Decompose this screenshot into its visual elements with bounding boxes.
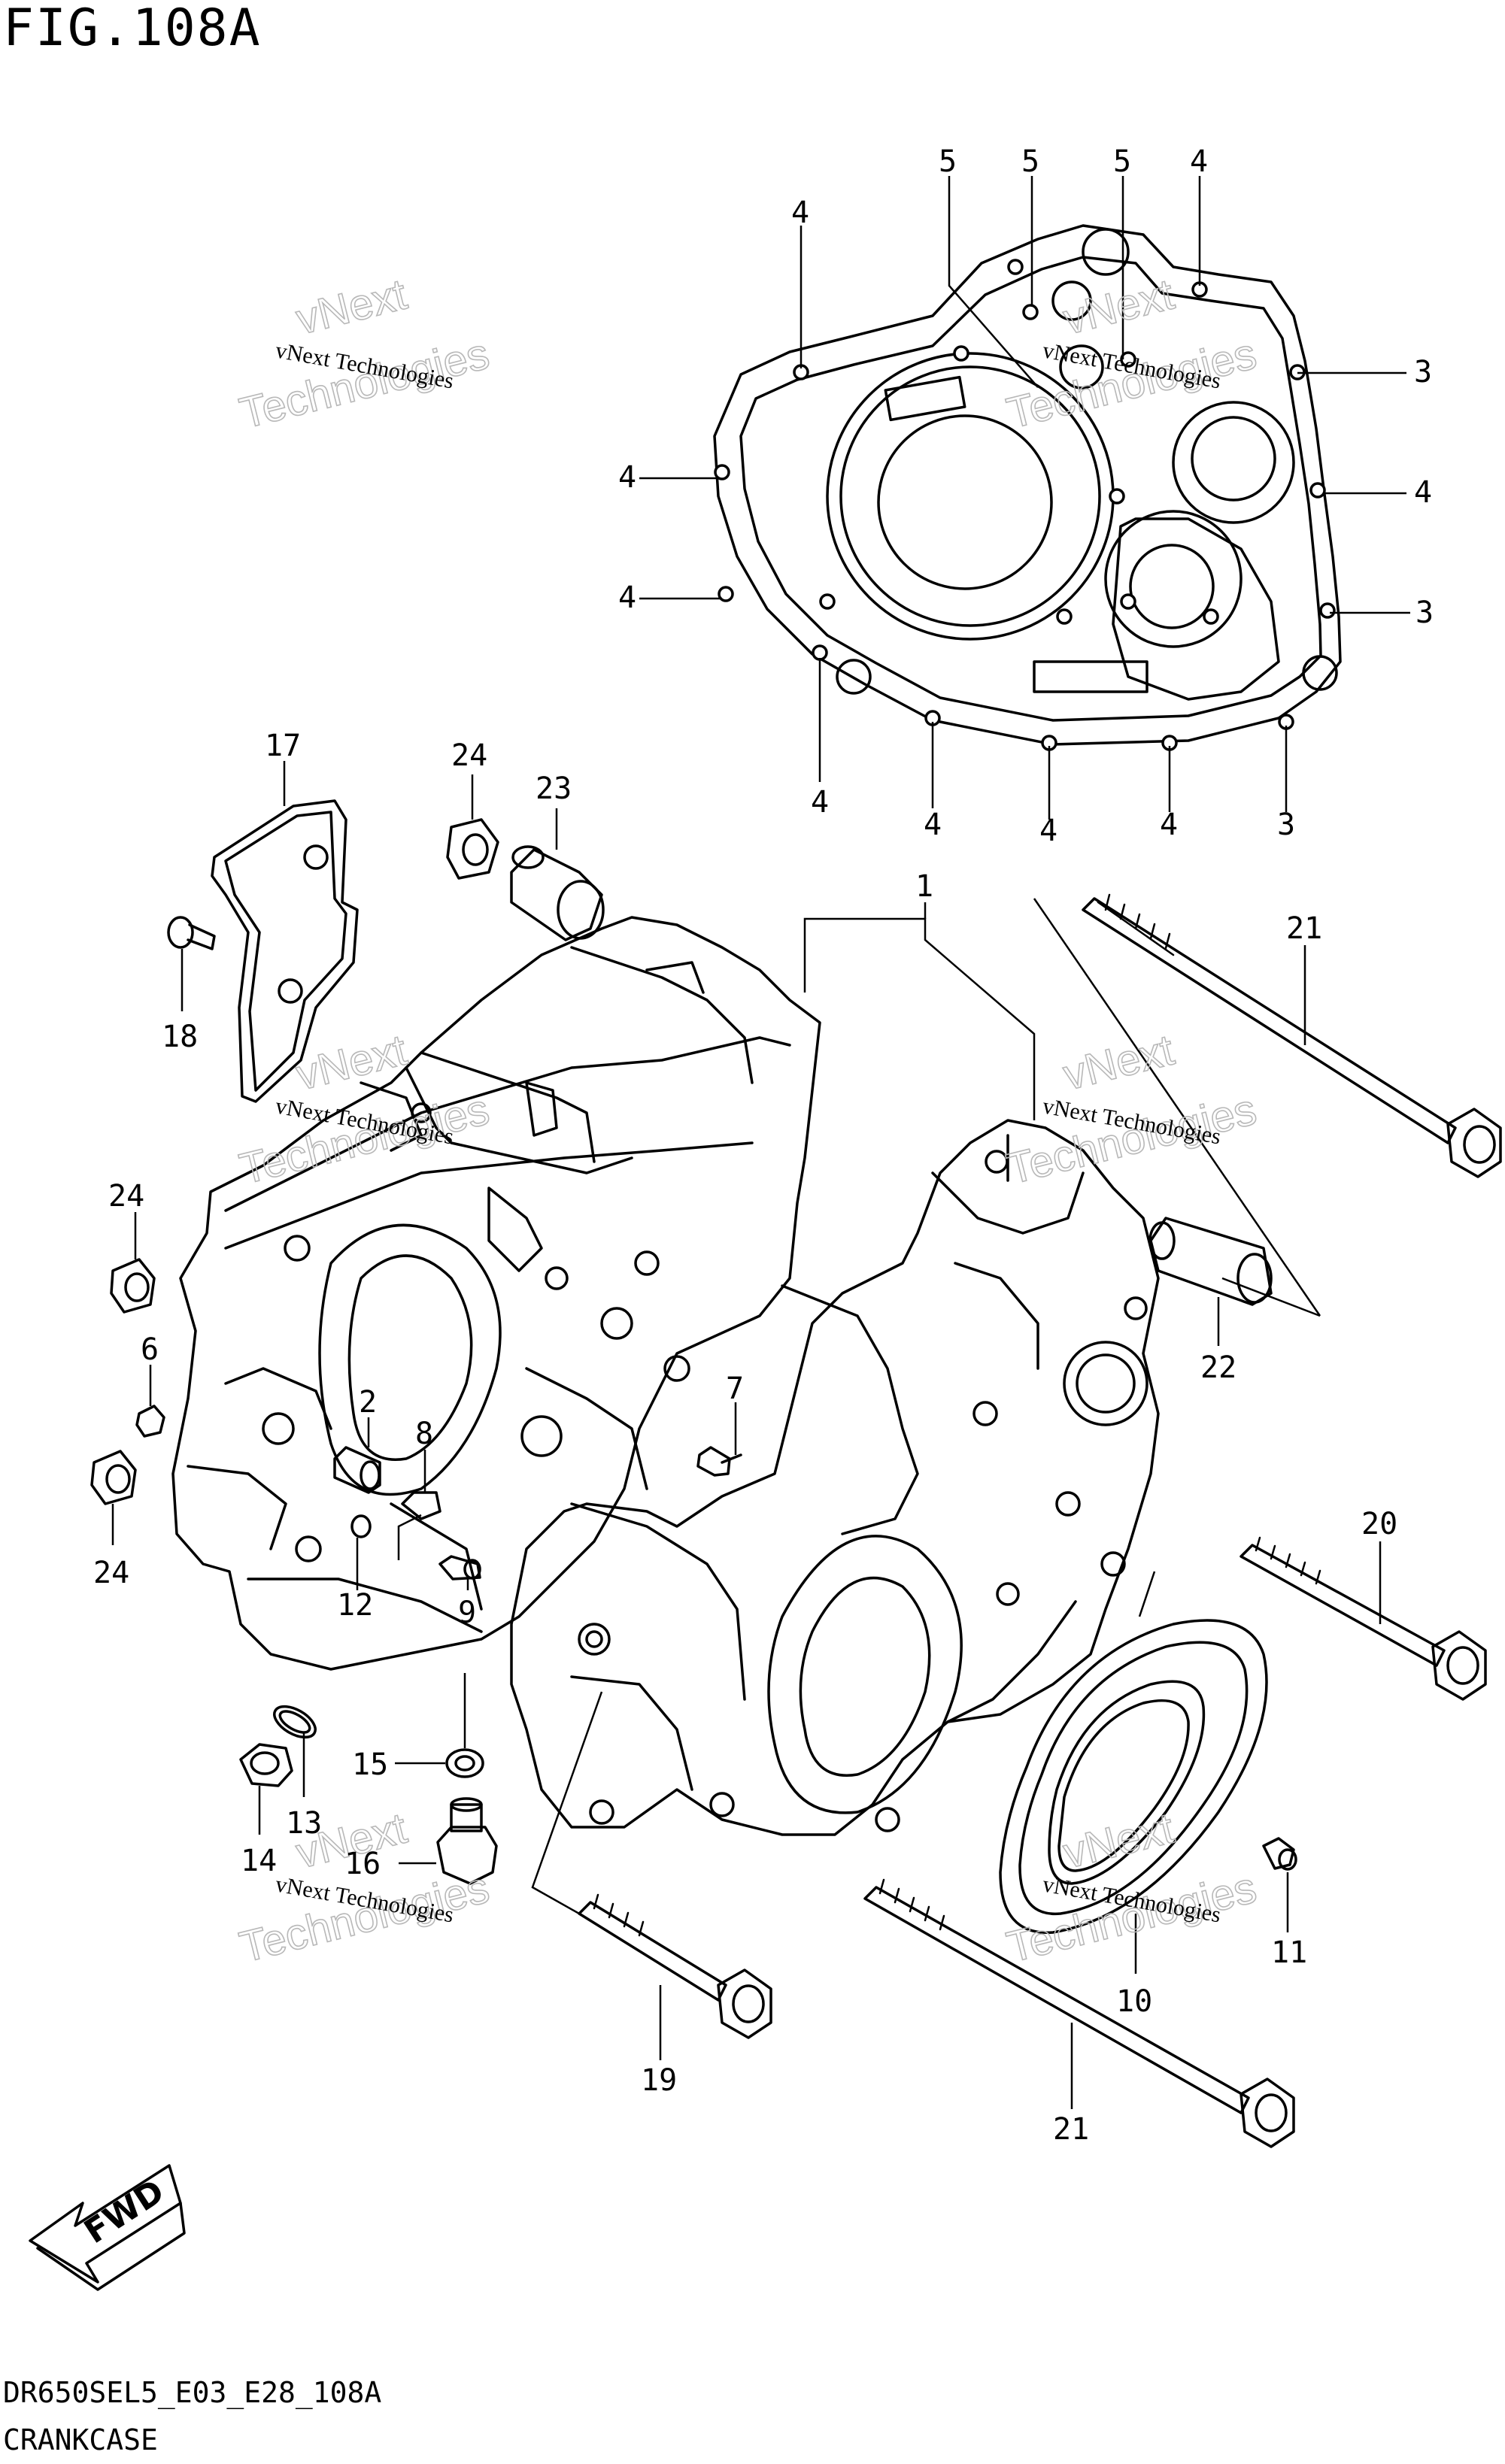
bolt-21-bottom	[863, 1878, 1295, 2148]
callout: 22	[1200, 1350, 1236, 1385]
callout: 5	[1113, 144, 1131, 179]
callout: 1	[915, 869, 933, 904]
svg-text:Technologies: Technologies	[235, 329, 493, 438]
bolt-18	[167, 916, 216, 950]
callout: 20	[1361, 1507, 1397, 1541]
callout: 3	[1414, 355, 1432, 389]
oil-seal-plate-10	[999, 1619, 1268, 1934]
callout-labels: 5 5 5 4 4 3 4 4 4 3 4 4 4 4 3 17 24 23 1…	[93, 144, 1434, 2147]
figure-code: DR650SEL5_E03_E28_108A	[3, 2376, 382, 2409]
watermark-5: Technologies vNext vNext Technologies	[235, 1803, 495, 1973]
crankcase-right-half	[510, 1119, 1160, 1836]
oil-jet-12	[350, 1514, 372, 1538]
svg-text:Technologies: Technologies	[235, 1085, 493, 1194]
callout: 4	[618, 580, 636, 615]
callout: 2	[359, 1385, 377, 1420]
callout: 7	[726, 1371, 744, 1406]
bolt-20	[1240, 1536, 1487, 1701]
dowel-pin-23	[510, 845, 605, 941]
callout: 16	[344, 1847, 381, 1881]
watermark-6: Technologies vNext vNext Technologies	[1002, 1803, 1262, 1973]
callout: 6	[141, 1332, 159, 1367]
bolt-9	[438, 1555, 481, 1581]
dowel-pin-2	[333, 1446, 381, 1494]
callout: 14	[241, 1844, 277, 1878]
svg-text:vNext: vNext	[1058, 1026, 1179, 1100]
callout: 4	[811, 785, 829, 820]
callout: 4	[1190, 144, 1208, 179]
callout: 4	[924, 808, 942, 842]
callout: 18	[162, 1020, 198, 1054]
plug-14	[239, 1743, 293, 1787]
callout: 4	[1160, 808, 1178, 842]
screw-11	[1262, 1837, 1297, 1871]
figure-title: FIG.108A	[3, 0, 262, 58]
watermark-4: Technologies vNext vNext Technologies	[1002, 1025, 1262, 1195]
figure-name: CRANKCASE	[3, 2423, 158, 2456]
callout: 5	[939, 144, 957, 179]
svg-text:vNext: vNext	[291, 1026, 411, 1100]
callout: 3	[1277, 808, 1295, 842]
nut-24-top	[446, 818, 499, 880]
callout: 4	[618, 460, 636, 495]
callout: 3	[1415, 596, 1434, 630]
callout: 24	[451, 738, 487, 773]
callout: 4	[1414, 475, 1432, 510]
svg-text:Technologies: Technologies	[1002, 1085, 1261, 1194]
callout: 15	[352, 1747, 388, 1782]
bolt-7	[696, 1446, 742, 1477]
nut-24-bottom	[90, 1450, 137, 1505]
callout: 9	[458, 1596, 476, 1630]
callout: 21	[1286, 911, 1322, 946]
callout: 5	[1021, 144, 1039, 179]
callout: 4	[791, 195, 809, 230]
callout: 12	[337, 1588, 373, 1623]
cap-6	[135, 1405, 165, 1438]
svg-text:vNext: vNext	[1058, 1804, 1179, 1878]
nut-24-middle	[110, 1258, 156, 1314]
o-ring-13	[273, 1705, 317, 1739]
dowel-pin-22	[1148, 1217, 1273, 1306]
callout: 23	[536, 771, 572, 806]
callout: 10	[1116, 1984, 1152, 2019]
watermark-1: Technologies vNext vNext Technologies	[235, 269, 495, 439]
callout: 13	[286, 1806, 322, 1841]
bolt-21-top	[1082, 893, 1502, 1178]
callout: 11	[1271, 1935, 1307, 1970]
bolt-19	[578, 1893, 772, 2039]
callout: 8	[415, 1417, 433, 1451]
fwd-arrow-icon: FWD	[29, 2164, 186, 2291]
callout: 24	[93, 1556, 129, 1590]
callout: 4	[1039, 814, 1057, 848]
callout: 19	[641, 2063, 677, 2098]
watermark-2: Technologies vNext vNext Technologies	[1002, 269, 1262, 439]
svg-text:Technologies: Technologies	[1002, 1863, 1261, 1972]
callout: 24	[108, 1179, 144, 1214]
bracket-17	[211, 799, 359, 1103]
crankcase-left-half	[171, 916, 821, 1671]
svg-text:vNext: vNext	[1058, 270, 1179, 344]
svg-text:Technologies: Technologies	[1002, 329, 1261, 438]
callout: 17	[265, 729, 301, 763]
leader-lines	[111, 176, 1410, 2109]
crankcase-cover-gasket	[713, 224, 1342, 751]
svg-text:vNext: vNext	[291, 270, 411, 344]
gasket-15	[445, 1748, 484, 1778]
plug-16	[436, 1797, 498, 1885]
callout: 21	[1053, 2112, 1089, 2147]
